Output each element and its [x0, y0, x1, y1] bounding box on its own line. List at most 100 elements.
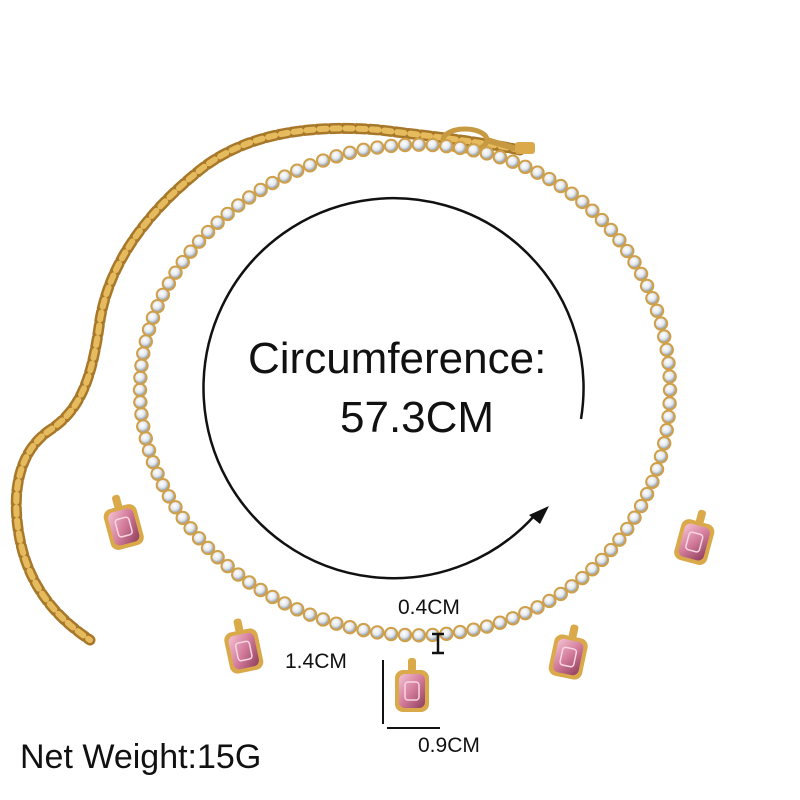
rhinestone	[342, 620, 358, 635]
rhinestone	[141, 322, 157, 337]
rhinestone	[633, 498, 649, 514]
rhinestone	[585, 562, 600, 577]
rhinestone	[136, 419, 151, 434]
rhinestone	[662, 369, 677, 384]
rhinestone	[329, 616, 344, 631]
rhinestone	[553, 178, 568, 194]
rhinestone	[649, 462, 665, 477]
rhinestone	[329, 149, 344, 164]
rhinestone	[383, 626, 399, 642]
rhinestone	[370, 140, 385, 155]
rhinestone	[220, 558, 235, 574]
rhinestone	[145, 454, 161, 470]
rhinestone	[542, 593, 557, 609]
rhinestone	[439, 626, 454, 642]
rhinestone	[315, 612, 331, 627]
rhinestone	[627, 255, 642, 270]
rhinestone	[411, 137, 427, 152]
rhinestone	[342, 145, 358, 160]
rhinestone	[653, 449, 669, 464]
pendant-length-label: 1.4CM	[285, 650, 347, 673]
rhinestone	[168, 265, 183, 280]
rhinestone	[134, 358, 149, 373]
rhinestone	[603, 222, 619, 238]
rhinestone	[466, 622, 481, 637]
rhinestone	[210, 215, 225, 230]
rhinestone	[397, 627, 413, 643]
rhinestone	[155, 477, 171, 493]
rhinestone	[661, 409, 676, 425]
circumference-label: Circumference:	[248, 334, 547, 383]
rhinestone	[265, 175, 280, 191]
stone-thickness-label: 0.4CM	[398, 596, 460, 619]
rhinestone	[661, 355, 676, 371]
rhinestone	[575, 570, 590, 586]
rhinestone	[141, 443, 157, 458]
rhinestone	[220, 206, 235, 222]
rhinestone	[133, 370, 148, 386]
rhinestone	[466, 143, 481, 158]
rhinestone	[411, 628, 427, 643]
extender-chain	[10, 122, 526, 646]
rhinestone	[155, 287, 171, 303]
rhinestone	[492, 615, 508, 630]
rhinestone	[370, 625, 385, 640]
rhinestone	[662, 396, 677, 411]
pink-gem-pendant	[103, 494, 144, 550]
rhinestone	[397, 137, 413, 153]
rhinestone	[253, 582, 268, 598]
pink-gem-pendants	[103, 494, 715, 712]
rhinestone	[662, 382, 678, 398]
rhinestone	[242, 575, 257, 590]
rhinestone	[150, 299, 165, 314]
rhinestone	[277, 169, 292, 184]
circumference-arrow	[202, 196, 585, 580]
rhinestone	[138, 431, 153, 446]
pink-gem-pendant	[395, 658, 429, 712]
rhinestone	[183, 521, 198, 536]
dimension-markers	[382, 632, 444, 729]
rhinestone	[175, 254, 190, 270]
rhinestone	[649, 303, 665, 318]
rhinestone	[191, 234, 207, 249]
rhinestone	[659, 422, 674, 438]
rhinestone	[134, 407, 149, 422]
pendant-width-label: 0.9CM	[418, 734, 480, 757]
rhinestone	[575, 194, 590, 210]
rhinestone	[231, 567, 246, 582]
rhinestone	[277, 596, 292, 611]
rhinestone	[253, 182, 268, 198]
pink-gem-pendant	[674, 509, 715, 565]
rhinestone	[530, 165, 545, 180]
rhinestone	[594, 212, 610, 228]
rhinestone	[645, 474, 660, 490]
rhinestone	[657, 329, 672, 344]
rhinestone	[191, 531, 207, 546]
rhinestone	[200, 224, 216, 240]
rhinestone	[136, 346, 151, 361]
rhinestone	[612, 532, 627, 547]
rhinestone	[183, 244, 198, 259]
rhinestone	[302, 158, 318, 173]
rhinestone	[505, 154, 520, 169]
rhinestone	[383, 138, 399, 154]
rhinestone	[627, 510, 642, 525]
rhinestone	[168, 500, 183, 515]
net-weight-label: Net Weight:15G	[20, 738, 262, 776]
rhinestone-chain	[132, 137, 678, 643]
rhinestone	[639, 278, 655, 294]
rhinestone	[210, 550, 225, 565]
rhinestone	[302, 607, 318, 622]
rhinestone	[479, 146, 495, 161]
pink-gem-pendant	[548, 624, 588, 680]
rhinestone	[425, 137, 440, 153]
pink-gem-pendant	[224, 618, 264, 674]
rhinestone	[657, 436, 672, 451]
rhinestone	[585, 203, 600, 218]
rhinestone	[594, 552, 610, 568]
rhinestone	[315, 153, 331, 168]
rhinestone	[161, 489, 177, 504]
rhinestone	[553, 586, 568, 602]
rhinestone	[530, 600, 545, 615]
